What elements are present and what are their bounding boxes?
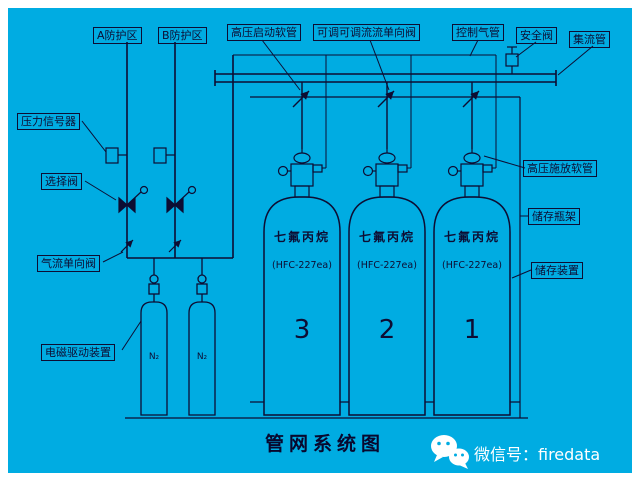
label-manifold: 集流管	[569, 31, 610, 48]
safety-valve-symbol	[505, 46, 519, 74]
zone-pipes	[126, 42, 234, 259]
n2-pilot-bottles	[140, 258, 216, 416]
cylinder-1-model: (HFC-227ea)	[442, 260, 502, 271]
label-selector-valve: 选择阀	[41, 173, 82, 190]
label-solenoid-drive: 电磁驱动装置	[41, 344, 115, 361]
n2-bottle-right-label: N₂	[196, 352, 208, 362]
label-control-gas-pipe: 控制气管	[452, 24, 504, 41]
cylinder-2-name: 七氟丙烷	[358, 230, 415, 244]
cylinder-3-name: 七氟丙烷	[273, 230, 330, 244]
cylinder-2-model: (HFC-227ea)	[357, 260, 417, 271]
label-zone-b: B防护区	[158, 27, 207, 44]
storage-cylinders	[263, 196, 511, 416]
gas-flow-check-valves	[120, 239, 182, 253]
label-pressure-signal: 压力信号器	[17, 113, 80, 130]
label-gas-check-valve: 气流单向阀	[37, 255, 100, 272]
label-zone-a: A防护区	[93, 27, 142, 44]
label-hp-start-hose: 高压启动软管	[227, 24, 301, 41]
label-bottle-rack: 储存瓶架	[528, 208, 580, 225]
cylinder-1-number: 1	[463, 315, 481, 345]
cylinder-risers	[292, 82, 480, 149]
cylinder-3-model: (HFC-227ea)	[272, 260, 332, 271]
cylinder-2-number: 2	[378, 315, 396, 345]
n2-bottle-left-label: N₂	[148, 352, 160, 362]
manifold-pipe	[214, 70, 557, 86]
diagram-title: 管网系统图	[264, 433, 385, 455]
control-gas-line	[233, 54, 497, 169]
wechat-account-text: 微信号：firedata	[474, 445, 601, 464]
label-adjustable-check-valve: 可调可调流流单向阀	[313, 24, 420, 41]
pressure-signal-devices	[105, 147, 175, 164]
leader-lines	[81, 39, 594, 351]
selector-valves	[118, 185, 197, 214]
label-hp-release-hose: 高压施放软管	[523, 160, 597, 177]
label-storage-device: 储存装置	[531, 262, 583, 279]
cylinder-1-name: 七氟丙烷	[443, 230, 500, 244]
wechat-icon	[431, 435, 469, 469]
cylinder-3-number: 3	[293, 315, 311, 345]
container-valves	[277, 149, 493, 198]
label-safety-valve: 安全阀	[516, 27, 557, 44]
